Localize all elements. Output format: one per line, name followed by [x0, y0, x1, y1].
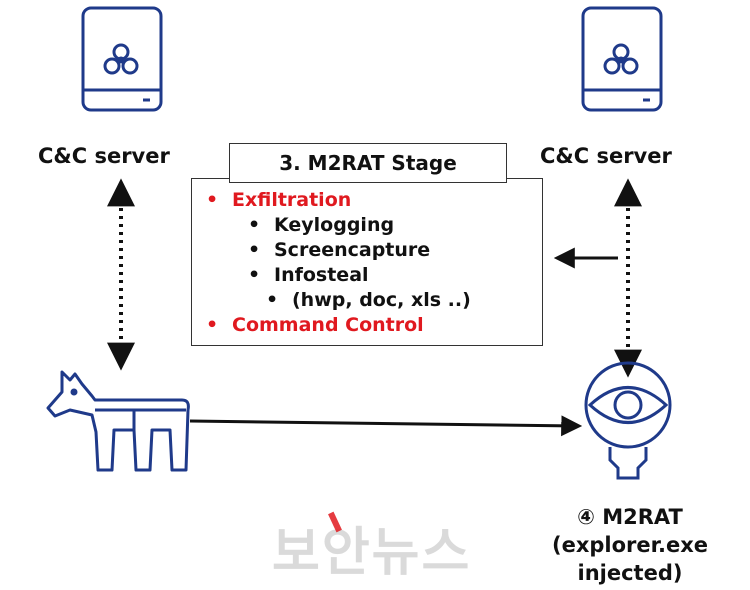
stage-title: 3. M2RAT Stage — [229, 143, 507, 183]
left-server-label: C&C server — [38, 144, 170, 168]
rat-label-line2: (explorer.exe — [551, 533, 708, 557]
trojan-horse-icon — [46, 370, 190, 472]
trojan-to-rat-arrow — [189, 415, 583, 437]
stage-item-infosteal: •Infosteal — [248, 264, 369, 286]
stage-item-command-control: •Command Control — [206, 314, 424, 336]
stage-item-keylogging: •Keylogging — [248, 214, 395, 236]
watermark: 보안뉴스 — [272, 523, 472, 583]
stage-item-file-types: •(hwp, doc, xls ..) — [266, 289, 471, 311]
stage-item-screencapture: •Screencapture — [248, 239, 431, 261]
right-server-icon — [581, 6, 663, 112]
right-server-label: C&C server — [540, 144, 672, 168]
rat-label-line1: ④ M2RAT — [577, 505, 683, 529]
left-server-icon — [81, 6, 163, 112]
stage-box: •Exfiltration •Keylogging •Screencapture… — [191, 178, 543, 346]
rat-label: ④ M2RAT (explorer.exe injected) — [520, 503, 740, 587]
stage-item-exfiltration: •Exfiltration — [206, 189, 352, 211]
eye-spy-icon — [584, 361, 672, 480]
rat-label-line3: injected) — [577, 561, 683, 585]
